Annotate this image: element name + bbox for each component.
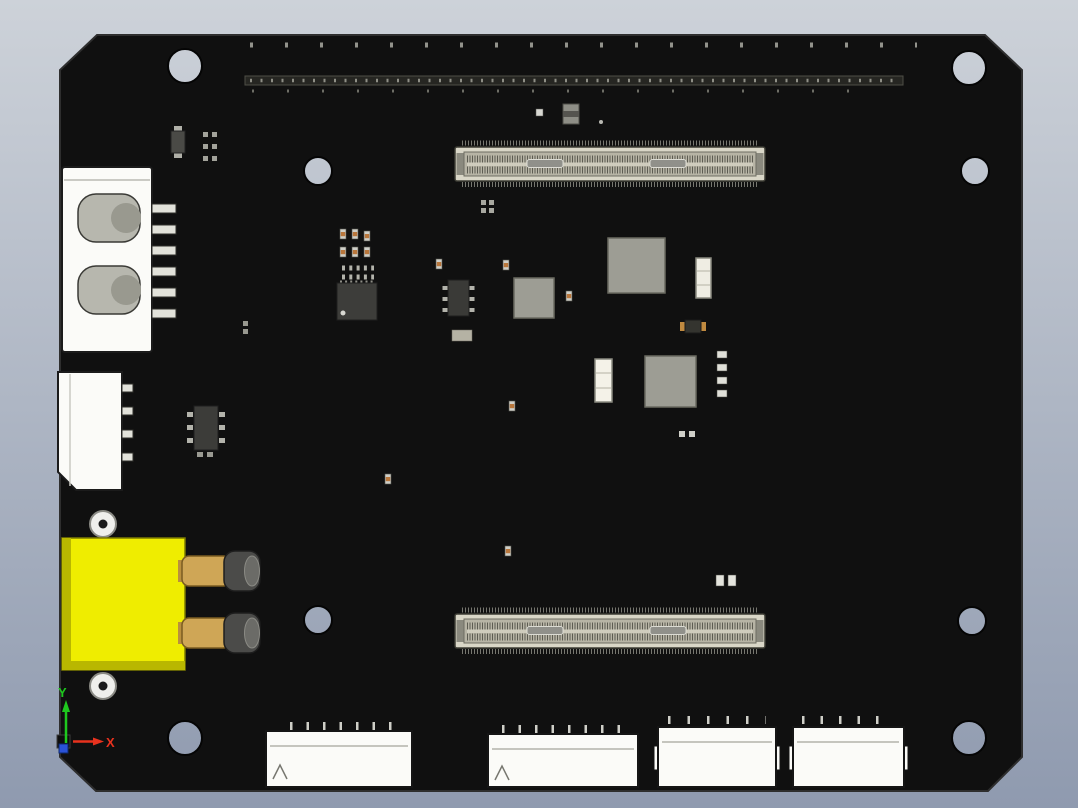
pad-cluster: [481, 200, 494, 213]
passive-component: [351, 246, 359, 258]
bottom-headers: [265, 716, 909, 788]
pad-column: [716, 350, 728, 398]
y-axis-label: Y: [58, 685, 67, 700]
crystal: [594, 358, 613, 403]
mounting-holes: [167, 48, 990, 756]
y-axis-arrowhead: [62, 700, 70, 712]
mounting-hole: [960, 156, 990, 186]
passive-component: [504, 545, 512, 557]
header-connector-1: [265, 722, 413, 788]
connector-slot: [649, 626, 687, 635]
mounting-hole: [951, 50, 987, 86]
ic-chip-large: [644, 355, 697, 408]
passive-component: [339, 246, 347, 258]
crystal-oscillators: [594, 257, 712, 403]
sot-chip: [442, 279, 475, 317]
passive-component: [508, 400, 516, 412]
pad: [535, 108, 544, 117]
x-axis-label: X: [106, 735, 115, 750]
pad-pair: [715, 574, 737, 587]
header-connector-4: [788, 716, 909, 788]
header-connector-3: [653, 716, 781, 788]
passive-component: [384, 473, 392, 485]
polarity-mark: [272, 763, 288, 780]
small-pad-rect: [451, 329, 473, 342]
ic-chip-medium: [513, 277, 555, 319]
connector-slot: [649, 159, 687, 168]
mounting-hole: [951, 720, 987, 756]
passive-component: [363, 230, 371, 242]
terminal-1: [178, 550, 261, 592]
pin1-marker: [340, 310, 346, 316]
passive-component: [435, 258, 443, 270]
dual-port-connector: [61, 166, 177, 353]
ic-chips: [513, 237, 697, 408]
misc-components: [243, 103, 737, 587]
mounting-hole: [167, 720, 203, 756]
passive-component: [502, 259, 510, 271]
crystal: [695, 257, 712, 299]
passive-component: [363, 246, 371, 258]
connector-pins: [121, 383, 134, 462]
mounting-hole: [167, 48, 203, 84]
small-component: [170, 126, 186, 158]
axis-gizmo: Y X: [56, 685, 115, 754]
passive-component: [351, 228, 359, 240]
pcb-board: [59, 34, 1023, 792]
soic-chip: [336, 265, 378, 321]
mezzanine-connector-top: [454, 140, 766, 187]
connector-pins: [151, 203, 177, 319]
mounting-hole: [957, 606, 987, 636]
inductor: [680, 319, 706, 334]
terminal-2: [178, 612, 261, 654]
relay-body: [61, 537, 186, 671]
mounting-hole: [303, 605, 333, 635]
power-relay: [61, 510, 261, 700]
pad-pair: [679, 431, 695, 437]
ic-chip-large: [607, 237, 666, 294]
x-axis-arrowhead: [93, 737, 104, 746]
header-connector-2: [487, 725, 639, 788]
passive-component: [565, 290, 573, 302]
mounting-hole: [303, 156, 333, 186]
via: [599, 120, 603, 124]
connector-slot: [526, 159, 564, 168]
polarity-mark: [494, 764, 510, 781]
mezzanine-connector-bottom: [454, 607, 766, 654]
regulator-chip: [187, 405, 225, 457]
connector-slot: [526, 626, 564, 635]
origin-marker: [58, 743, 69, 754]
side-connector: [57, 371, 134, 491]
pad-pair: [243, 321, 248, 334]
top-pad-rows: [244, 42, 917, 93]
passive-component: [339, 228, 347, 240]
pad-grid: [203, 132, 217, 161]
